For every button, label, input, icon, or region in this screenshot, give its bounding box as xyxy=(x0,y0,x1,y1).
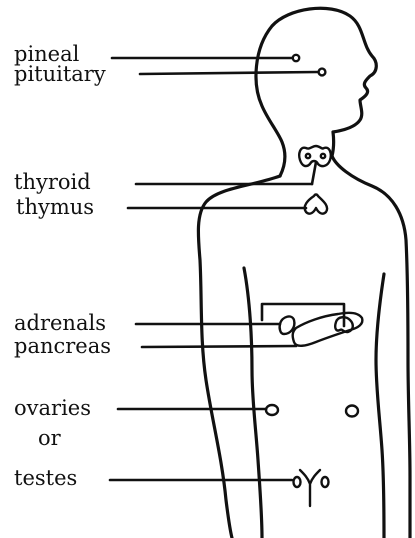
reproductive-organ xyxy=(300,470,320,506)
label-pancreas: pancreas xyxy=(14,336,111,357)
label-pituitary: pituitary xyxy=(14,64,106,85)
thyroid-lobe-left xyxy=(306,154,310,158)
pituitary-leader xyxy=(140,72,318,74)
left-torso-outline xyxy=(244,268,262,538)
thymus-gland xyxy=(305,195,327,214)
label-thymus: thymus xyxy=(16,197,94,218)
label-ovaries: ovaries xyxy=(14,398,91,419)
ovary-right xyxy=(346,406,358,417)
label-testes: testes xyxy=(14,468,77,489)
testis-left xyxy=(294,477,301,487)
label-adrenals: adrenals xyxy=(14,313,106,334)
thyroid-stem xyxy=(312,162,316,184)
thyroid-lobe-right xyxy=(321,154,325,158)
pituitary-gland xyxy=(319,69,326,76)
right-arm-outline xyxy=(332,156,410,538)
label-or: or xyxy=(38,428,61,449)
pineal-gland xyxy=(293,55,299,61)
ovary-left xyxy=(266,405,278,415)
testis-right xyxy=(322,477,329,487)
label-thyroid: thyroid xyxy=(14,172,91,193)
adrenal-gland-left xyxy=(280,317,295,334)
pancreas-leader xyxy=(142,346,296,347)
right-torso-outline xyxy=(376,274,384,538)
left-arm-outline xyxy=(198,176,280,538)
head-outline xyxy=(256,8,376,176)
